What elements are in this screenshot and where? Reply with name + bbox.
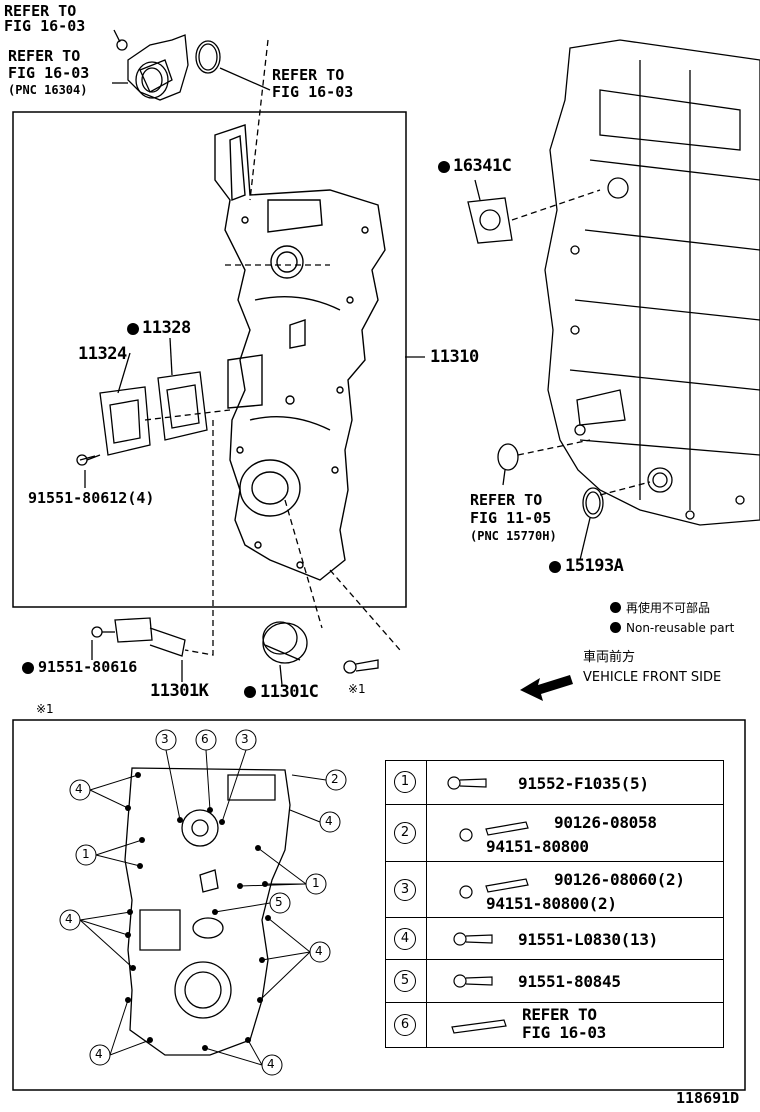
nonreusable-dots — [22, 161, 561, 698]
table-row: 4 91551-L0830(13) — [386, 918, 723, 960]
callout-3: 3 — [241, 732, 249, 746]
bolt-icon — [453, 974, 493, 988]
part-number: 94151-80800(2) — [486, 894, 617, 913]
bolt-icon — [453, 932, 493, 946]
bolt-note — [343, 659, 379, 674]
seal-15193a — [582, 487, 604, 519]
part-11324: 11324 — [78, 344, 127, 364]
part-16341c: 16341C — [453, 156, 512, 176]
part-number: 91551-80845 — [518, 972, 621, 991]
callout-4: 4 — [315, 944, 323, 958]
stud-icon — [459, 821, 529, 842]
part-91551-80616: 91551-80616 — [38, 658, 138, 676]
water-inlet-part — [116, 34, 189, 101]
table-row: 5 91551-80845 — [386, 960, 723, 1003]
detail-dots — [125, 772, 271, 1051]
table-row: 1 91552-F1035(5) — [386, 761, 723, 805]
callout-1: 1 — [82, 847, 90, 861]
part-15193a: 15193A — [565, 556, 624, 576]
timing-cover — [214, 124, 386, 581]
part-number: 90126-08058 — [554, 813, 657, 832]
callout-4: 4 — [95, 1047, 103, 1061]
gasket-11324 — [99, 386, 151, 456]
stud-icon — [451, 1019, 507, 1034]
legend-dot-icon — [610, 602, 621, 613]
detail-cover — [124, 767, 291, 1056]
table-row: 3 90126-08060(2) 94151-80800(2) — [386, 862, 723, 918]
callout-4: 4 — [267, 1057, 275, 1071]
bolt-icon — [447, 776, 487, 790]
figure-id: 118691D — [676, 1089, 740, 1107]
front-arrow — [520, 675, 573, 701]
callout-5: 5 — [275, 895, 283, 909]
note-mark: ※1 — [348, 682, 366, 696]
legend-dot-icon — [610, 622, 621, 633]
part-number: 91551-L0830(13) — [518, 930, 658, 949]
part-number: 90126-08060(2) — [554, 870, 685, 889]
callout-3: 3 — [161, 732, 169, 746]
oil-seal-11301c — [262, 621, 308, 664]
callout-2: 2 — [331, 772, 339, 786]
detail-mark: ※1 — [36, 702, 54, 716]
callout-4: 4 — [75, 782, 83, 796]
part-91551-80612: 91551-80612(4) — [28, 489, 155, 507]
engine-block — [544, 39, 760, 526]
o-ring-mid — [497, 443, 519, 471]
legend: 再使用不可部品 Non-reusable part — [610, 598, 734, 638]
cover-frame — [12, 111, 407, 608]
part-11301c: 11301C — [260, 682, 319, 702]
part-11301k: 11301K — [150, 681, 209, 701]
part-number: 94151-80800 — [486, 837, 589, 856]
stud-icon — [459, 878, 529, 899]
parts-table: 1 91552-F1035(5) 2 90126-08058 94151-808… — [385, 760, 724, 1048]
detail-frame — [12, 719, 746, 1091]
callout-6: 6 — [201, 732, 209, 746]
gasket-11328 — [157, 371, 208, 441]
callout-4: 4 — [325, 814, 333, 828]
detail-leaders — [59, 729, 347, 1076]
callout-1: 1 — [312, 876, 320, 890]
part-11328: 11328 — [142, 318, 191, 338]
o-ring-top — [195, 40, 221, 74]
part-11310: 11310 — [430, 347, 479, 367]
table-row: 2 90126-08058 94151-80800 — [386, 805, 723, 862]
part-number: 91552-F1035(5) — [518, 774, 649, 793]
callout-4: 4 — [65, 912, 73, 926]
sensor-11301k — [91, 617, 186, 657]
gasket-16341c — [467, 197, 513, 244]
